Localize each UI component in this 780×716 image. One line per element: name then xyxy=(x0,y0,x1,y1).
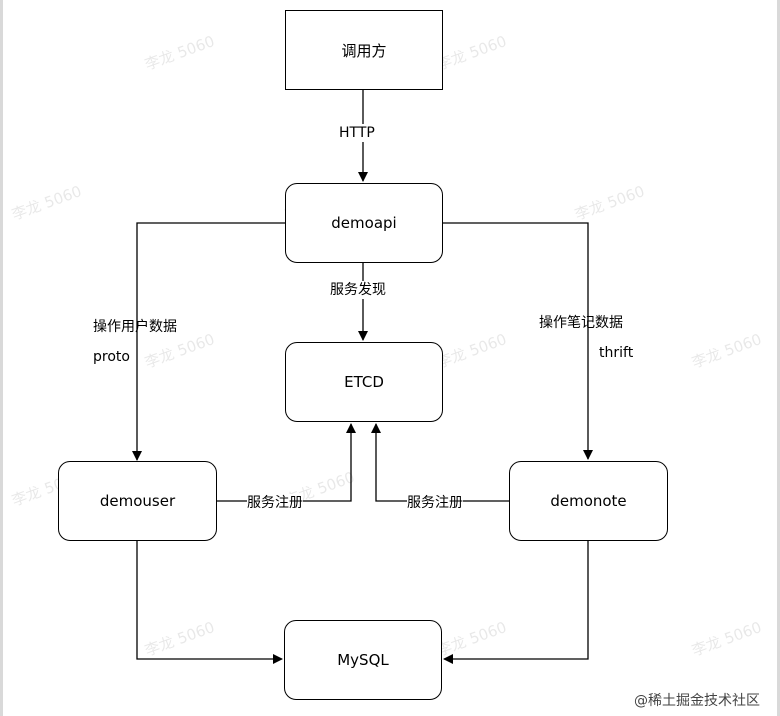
left-border xyxy=(0,0,3,716)
node-demonote: demonote xyxy=(509,461,668,541)
label-http: HTTP xyxy=(339,124,375,142)
edge-demoapi-to-demonote xyxy=(443,222,593,460)
node-mysql: MySQL xyxy=(284,620,442,700)
edge-demonote-to-mysql xyxy=(443,541,589,664)
label-note-ops: 操作笔记数据 xyxy=(539,315,623,331)
right-border xyxy=(777,0,780,716)
node-caller: 调用方 xyxy=(285,10,443,90)
edge-demouser-register-etcd xyxy=(217,423,356,502)
edge-demonote-register-etcd xyxy=(371,423,509,502)
label-note-proto: thrift xyxy=(599,345,634,361)
brand-watermark: @稀土掘金技术社区 xyxy=(632,690,762,710)
edge-demouser-to-mysql xyxy=(136,541,283,664)
node-demouser: demouser xyxy=(58,461,217,541)
edge-demoapi-to-demouser xyxy=(132,222,285,461)
node-demoapi: demoapi xyxy=(285,183,443,263)
label-user-proto: proto xyxy=(93,349,130,365)
label-user-ops: 操作用户数据 xyxy=(93,319,177,335)
node-etcd: ETCD xyxy=(285,342,443,422)
label-register-left: 服务注册 xyxy=(247,494,303,512)
label-register-right: 服务注册 xyxy=(407,494,463,512)
label-service-discovery: 服务发现 xyxy=(330,281,386,299)
